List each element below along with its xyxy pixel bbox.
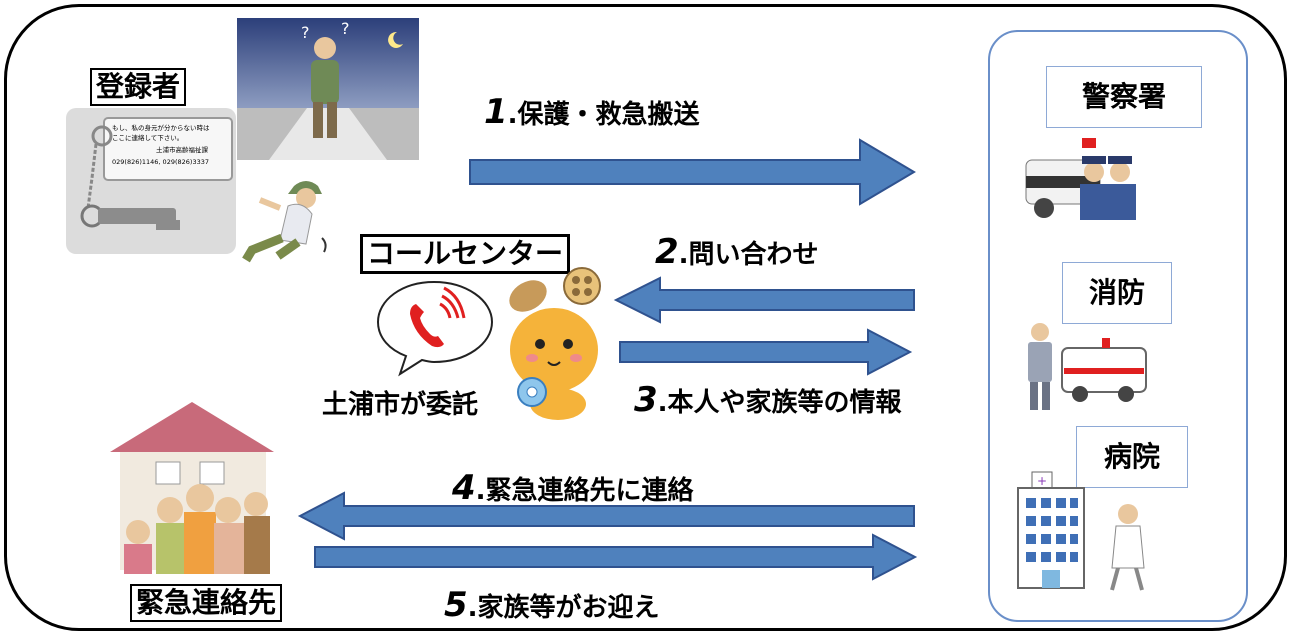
- family-house-illustration: [110, 402, 274, 574]
- emergency-contact-label: 緊急連絡先: [130, 584, 283, 622]
- diagram-frame: [4, 4, 1287, 631]
- step-5-label: 5.家族等がお迎え: [444, 585, 660, 625]
- keychain-photo: もし、私の身元が分からない時は ここに連絡して下さい。 土浦市高齢福祉課 029…: [66, 108, 236, 254]
- hospital-illustration: +: [1017, 471, 1145, 591]
- phone-bubble-icon: [376, 280, 494, 377]
- svg-text:?: ?: [341, 19, 350, 38]
- mascot-illustration: [509, 267, 601, 420]
- fire-ambulance-illustration: [1028, 323, 1147, 410]
- arrow-step-3: [619, 328, 913, 376]
- arrow-step-4: [297, 491, 915, 541]
- tag-line1: もし、私の身元が分からない時は: [112, 123, 210, 132]
- step-4-label: 4.緊急連絡先に連絡: [452, 468, 694, 508]
- hospital-label: 病院: [1076, 426, 1188, 488]
- tag-line4: 029(826)1146, 029(826)3337: [112, 158, 209, 166]
- lost-elderly-illustration: ? ?: [237, 18, 419, 160]
- police-illustration: [1025, 138, 1136, 220]
- svg-text:?: ?: [301, 23, 310, 42]
- registrant-label: 登録者: [90, 68, 187, 106]
- tag-line3: 土浦市高齢福祉課: [156, 145, 209, 154]
- arrow-step-1: [469, 138, 916, 206]
- police-label: 警察署: [1046, 66, 1202, 128]
- arrow-step-5: [314, 533, 918, 581]
- arrow-step-2: [613, 276, 915, 324]
- svg-text:+: +: [1037, 474, 1047, 488]
- tag-line2: ここに連絡して下さい。: [112, 133, 183, 142]
- step-1-label: 1.保護・救急搬送: [484, 92, 700, 132]
- call-center-label: コールセンター: [360, 234, 571, 274]
- consignment-label: 土浦市が委託: [322, 390, 479, 420]
- step-2-label: 2.問い合わせ: [655, 232, 819, 272]
- step-3-label: 3.本人や家族等の情報: [634, 380, 902, 420]
- fire-label: 消防: [1062, 262, 1172, 324]
- fallen-elderly-illustration: [242, 181, 327, 263]
